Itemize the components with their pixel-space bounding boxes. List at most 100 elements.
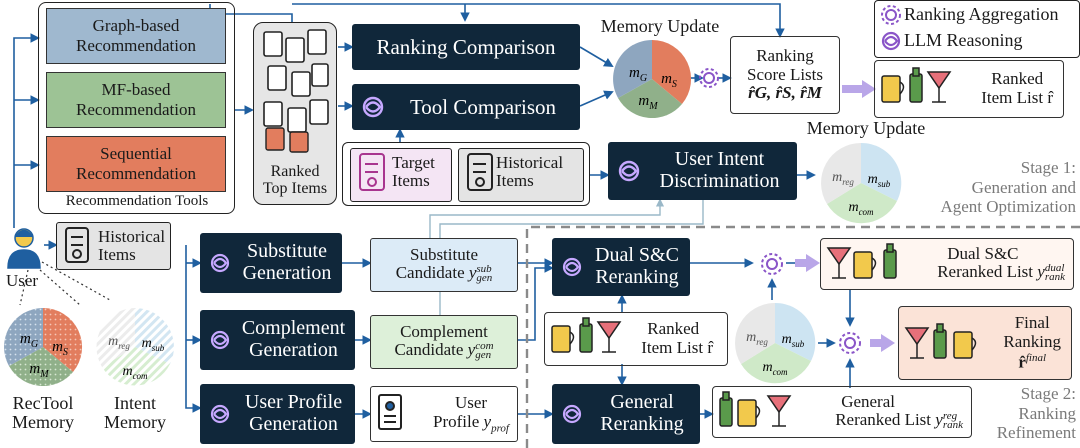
intent-memory-pie-top: mreg msub mcom	[821, 142, 902, 224]
ranking-comparison-label: Ranking Comparison	[376, 34, 556, 59]
document-stack-icon	[263, 29, 329, 153]
drinks-icon-group	[881, 67, 952, 103]
drinks-icon-group	[719, 391, 792, 427]
ranking-score-line1: Ranking	[756, 45, 814, 65]
general-rerank-line1: General	[610, 391, 674, 414]
llm-reasoning-icon	[881, 31, 901, 51]
ranking-score-lists-box: Ranking Score Lists r̂G, r̂S, r̂M	[730, 36, 840, 114]
seq-label-2: Recommendation	[76, 164, 196, 183]
stage2-line3: Refinement	[996, 423, 1076, 443]
stage1-line3: Agent Optimization	[940, 197, 1076, 217]
ranked-item-list-mid-line2: Item List r̂	[641, 338, 713, 357]
complement-gen-line2: Generation	[249, 339, 338, 361]
general-list-line1: General	[841, 391, 895, 411]
historical-items-left-line1: Historical	[98, 227, 166, 246]
stage1-label: Stage 1: Generation and Agent Optimizati…	[870, 158, 1076, 217]
tool-comparison-block: Tool Comparison	[352, 84, 580, 130]
ranked-item-list-top-box: Ranked Item List r̂	[874, 60, 1064, 118]
user-profile-line1: User	[454, 392, 488, 412]
intent-memory-label: Intent Memory	[92, 393, 178, 433]
ranked-top-items-line1: Ranked	[270, 163, 320, 180]
substitute-cand-line2: Candidate	[395, 263, 465, 283]
dual-sup: dual	[1044, 261, 1065, 274]
llm-reasoning-icon	[562, 257, 582, 277]
drinks-icon-group	[904, 323, 977, 359]
complement-cand-line2: Candidate	[394, 340, 464, 360]
llm-reasoning-icon	[210, 404, 230, 424]
historical-items-icon	[467, 153, 493, 191]
ranking-aggregation-icon	[761, 253, 783, 275]
legend-ranking-aggregation: Ranking Aggregation	[904, 4, 1059, 24]
user-label: User	[5, 271, 39, 290]
stage1-line1: Stage 1:	[1020, 158, 1076, 177]
dual-list-line1: Dual S&C	[947, 243, 1019, 263]
target-items-icon	[359, 153, 385, 191]
ranking-score-vars: r̂G, r̂S, r̂M	[748, 83, 822, 103]
dual-rerank-line2: Reranking	[595, 266, 679, 288]
profile-gen-line2: Generation	[249, 413, 338, 435]
substitute-sup: sub	[476, 262, 492, 275]
rectool-memory-label: RecTool Memory	[0, 393, 86, 433]
intent-memory-pie: mreg msub mcom	[96, 308, 174, 386]
recommendation-tools-panel	[38, 2, 235, 214]
rectool-memory-pie-top: mG mS mM	[613, 39, 692, 119]
target-items-box	[350, 148, 452, 202]
llm-reasoning-icon	[210, 253, 230, 273]
stage2-line1: Stage 2:	[1020, 384, 1076, 403]
final-var: r̂	[1018, 352, 1026, 372]
memory-update-title-1: Memory Update	[600, 16, 720, 36]
user-icon	[7, 228, 41, 269]
llm-reasoning-icon	[618, 160, 640, 182]
stage2-line2: Ranking	[1018, 403, 1076, 423]
user-intent-line2: Discrimination	[659, 170, 780, 192]
general-var: y	[935, 410, 943, 430]
ranking-aggregation-icon	[839, 332, 861, 354]
stage2-label: Stage 2: Ranking Refinement	[960, 384, 1076, 443]
final-line2: Ranking	[1003, 331, 1061, 351]
ranking-comparison-block: Ranking Comparison	[352, 24, 580, 70]
historical-items-top-line2: Items	[496, 171, 534, 191]
ranking-aggregation-icon	[699, 68, 719, 88]
ranking-aggregation-icon	[881, 5, 901, 25]
rectool-memory-line2: Memory	[12, 412, 74, 433]
seq-label-1: Sequential	[100, 144, 172, 164]
complement-cand-line1: Complement	[400, 321, 488, 341]
general-sup: reg	[942, 409, 958, 422]
dual-rerank-line1: Dual S&C	[595, 244, 679, 267]
ranking-score-line2: Score Lists	[746, 64, 824, 84]
user-profile-line2: Profile	[432, 411, 480, 431]
graph-label-1: Graph-based	[92, 16, 180, 36]
ranked-top-items-line2: Top Items	[262, 180, 328, 198]
mf-label-1: MF-based	[101, 80, 171, 100]
llm-reasoning-icon	[562, 404, 582, 424]
ranked-top-items-label: Ranked Top Items	[253, 163, 337, 198]
complement-sub: gen	[475, 349, 492, 362]
ranked-item-list-top-line1: Ranked	[991, 69, 1044, 89]
final-sup: final	[1025, 351, 1047, 364]
profile-sub: prof	[491, 421, 509, 434]
user-profile-icon	[378, 394, 402, 430]
final-ranking-box: Final Ranking r̂final	[898, 306, 1072, 380]
legend-llm-reasoning: LLM Reasoning	[904, 30, 1023, 50]
rectool-memory-pie: mG mS mM	[4, 307, 83, 387]
profile-var: y	[483, 411, 492, 431]
substitute-cand-line1: Substitute	[409, 244, 478, 264]
complement-gen-line1: Complement	[241, 317, 346, 340]
stage1-line2: Generation and	[971, 177, 1076, 197]
ranked-item-list-mid-box: Ranked Item List r̂	[544, 312, 728, 366]
dual-sub: rank	[1044, 271, 1065, 284]
memory-update-title-2: Memory Update	[806, 118, 926, 138]
llm-reasoning-icon	[362, 96, 384, 118]
intent-memory-pie-mid: mreg msub mcom	[735, 302, 816, 384]
general-rerank-line2: Reranking	[600, 413, 684, 435]
rectool-memory-line1: RecTool	[12, 393, 74, 413]
